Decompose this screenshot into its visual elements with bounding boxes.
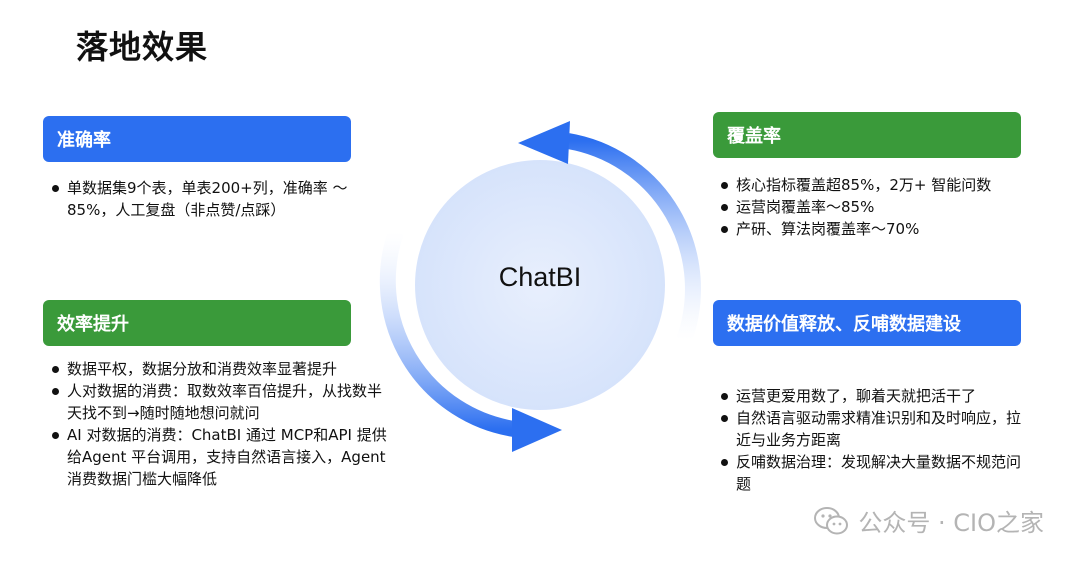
efficiency-points: 数据平权，数据分放和消费效率显著提升 人对数据的消费：取数效率百倍提升，从找数半… — [52, 358, 387, 490]
list-item: 数据平权，数据分放和消费效率显著提升 — [52, 358, 387, 380]
arrowhead-top — [518, 121, 570, 164]
list-item: 人对数据的消费：取数效率百倍提升，从找数半天找不到→随时随地想问就问 — [52, 380, 387, 424]
list-item: 单数据集9个表，单表200+列，准确率 ～85%，人工复盘（非点赞/点踩） — [52, 177, 352, 221]
arrow-top-right — [566, 133, 701, 343]
value-points: 运营更爱用数了，聊着天就把活干了 自然语言驱动需求精准识别和及时响应，拉近与业务… — [721, 385, 1031, 495]
value-header: 数据价值释放、反哺数据建设 — [713, 300, 1021, 346]
list-item: AI 对数据的消费：ChatBI 通过 MCP和API 提供给Agent 平台调… — [52, 424, 387, 490]
accuracy-points: 单数据集9个表，单表200+列，准确率 ～85%，人工复盘（非点赞/点踩） — [52, 177, 352, 221]
efficiency-header: 效率提升 — [43, 300, 351, 346]
list-item: 运营岗覆盖率～85% — [721, 196, 1041, 218]
arrowhead-bottom — [512, 408, 562, 452]
list-item: 产研、算法岗覆盖率～70% — [721, 218, 1041, 240]
list-item: 反哺数据治理：发现解决大量数据不规范问题 — [721, 451, 1031, 495]
watermark-text: 公众号 · CIO之家 — [858, 509, 1044, 537]
coverage-header: 覆盖率 — [713, 112, 1021, 158]
list-item: 自然语言驱动需求精准识别和及时响应，拉近与业务方距离 — [721, 407, 1031, 451]
accuracy-header: 准确率 — [43, 116, 351, 162]
coverage-points: 核心指标覆盖超85%，2万+ 智能问数 运营岗覆盖率～85% 产研、算法岗覆盖率… — [721, 174, 1041, 240]
center-circle — [415, 160, 665, 410]
wechat-icon — [814, 506, 849, 534]
list-item: 运营更爱用数了，聊着天就把活干了 — [721, 385, 1031, 407]
page-title: 落地效果 — [76, 28, 209, 66]
center-label: ChatBI — [498, 262, 582, 292]
list-item: 核心指标覆盖超85%，2万+ 智能问数 — [721, 174, 1041, 196]
arrow-bottom-left — [379, 229, 516, 437]
watermark: 公众号 · CIO之家 — [814, 503, 1044, 538]
